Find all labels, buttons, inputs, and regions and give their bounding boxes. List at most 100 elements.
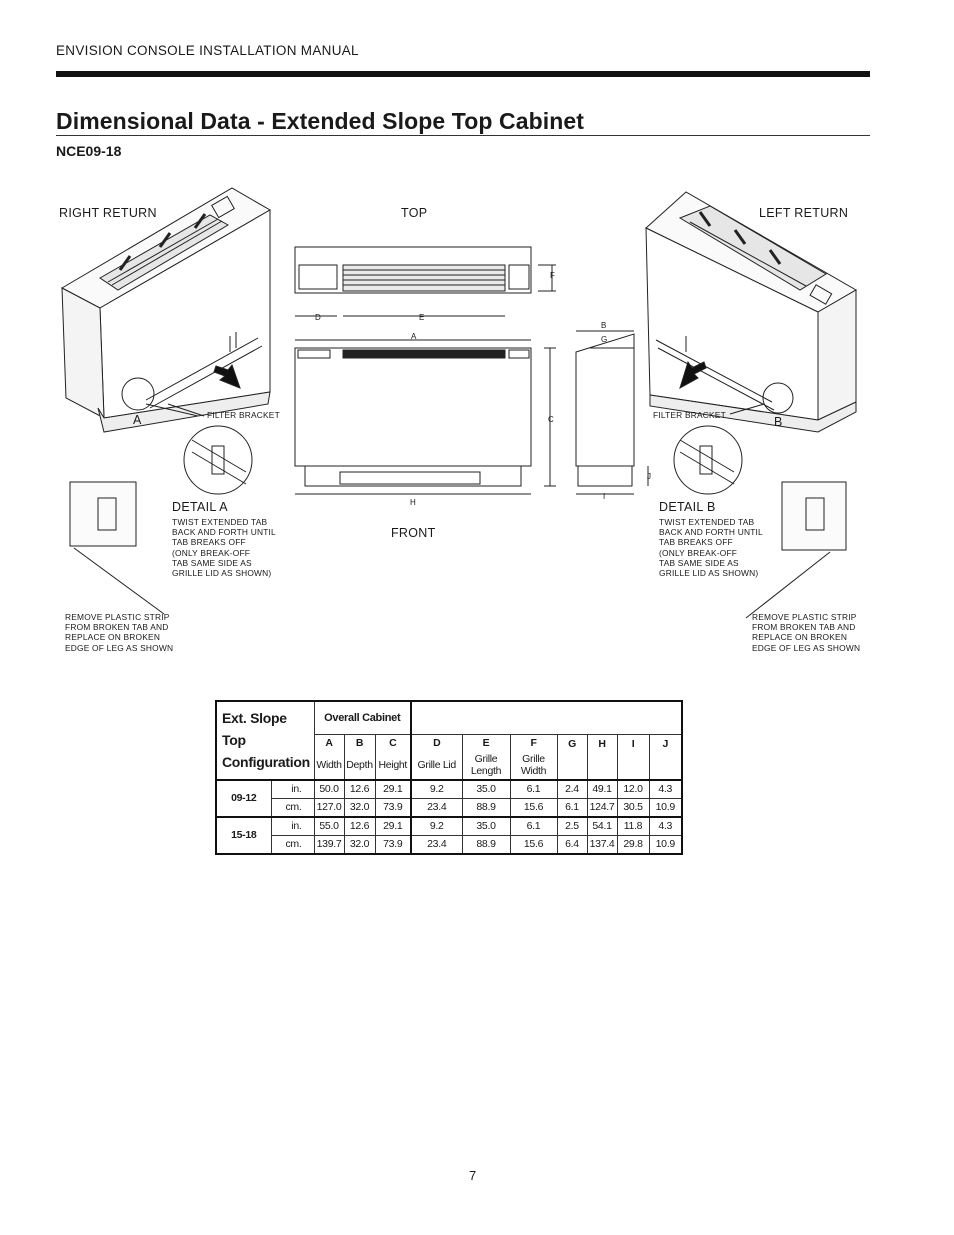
model-label: NCE09-18 <box>56 143 122 159</box>
dim-letter-e: E <box>419 313 425 322</box>
manual-title: ENVISION CONSOLE INSTALLATION MANUAL <box>56 43 359 58</box>
col-letter: I <box>616 733 650 780</box>
dim-letter-j: J <box>647 472 651 481</box>
marker-a: A <box>133 413 142 427</box>
value-cell: 9.2 <box>410 778 463 799</box>
value-cell: 88.9 <box>461 834 511 854</box>
value-cell: 29.8 <box>616 834 650 854</box>
value-cell: 49.1 <box>586 778 618 799</box>
value-cell: 4.3 <box>648 815 683 836</box>
value-cell: 32.0 <box>343 834 376 854</box>
dim-letter-g: G <box>601 335 608 344</box>
model-cell: 15-18 <box>215 815 272 854</box>
col-letter: G <box>556 733 588 780</box>
value-cell: 50.0 <box>313 778 345 799</box>
col-letter: J <box>648 733 683 780</box>
value-cell: 54.1 <box>586 815 618 836</box>
value-cell: 10.9 <box>648 834 683 854</box>
left-return-label: LEFT RETURN <box>759 206 849 220</box>
value-cell: 15.6 <box>509 797 558 817</box>
value-cell: 29.1 <box>374 778 412 799</box>
col-desc: Height <box>374 751 412 780</box>
value-cell: 73.9 <box>374 797 412 817</box>
value-cell: 88.9 <box>461 797 511 817</box>
filter-bracket-label-left: FILTER BRACKET <box>653 410 726 420</box>
col-letter: A <box>313 733 345 752</box>
value-cell: 6.1 <box>556 797 588 817</box>
header-rule <box>56 71 870 77</box>
dim-letter-h: H <box>410 498 416 507</box>
right-return-cabinet <box>60 187 271 433</box>
col-desc: Depth <box>343 751 376 780</box>
value-cell: 6.1 <box>509 778 558 799</box>
front-view-label: FRONT <box>391 526 436 540</box>
value-cell: 124.7 <box>586 797 618 817</box>
top-view-label: TOP <box>401 206 428 220</box>
unit-cell: cm. <box>270 797 315 817</box>
col-letter: B <box>343 733 376 752</box>
col-letter: D <box>410 733 463 752</box>
value-cell: 2.4 <box>556 778 588 799</box>
value-cell: 12.0 <box>616 778 650 799</box>
value-cell: 4.3 <box>648 778 683 799</box>
side-view <box>575 330 649 495</box>
title-rule <box>56 135 870 136</box>
detail-b-drawing <box>673 425 847 619</box>
value-cell: 139.7 <box>313 834 345 854</box>
section-title: Dimensional Data - Extended Slope Top Ca… <box>56 108 585 134</box>
right-return-label: RIGHT RETURN <box>59 206 157 220</box>
dim-letter-c: C <box>548 415 554 424</box>
value-cell: 23.4 <box>410 834 463 854</box>
filter-bracket-label-right: FILTER BRACKET <box>207 410 280 420</box>
value-cell: 35.0 <box>461 815 511 836</box>
dim-letter-i: I <box>603 492 606 501</box>
dim-letter-a: A <box>411 332 417 341</box>
value-cell: 30.5 <box>616 797 650 817</box>
value-cell: 2.5 <box>556 815 588 836</box>
detail-b-label: DETAIL B <box>659 500 716 514</box>
marker-b: B <box>774 415 783 429</box>
value-cell: 11.8 <box>616 815 650 836</box>
unit-cell: in. <box>270 815 315 836</box>
cabinet-drawing <box>60 187 857 619</box>
value-cell: 55.0 <box>313 815 345 836</box>
col-desc: Grille Lid <box>410 751 463 780</box>
front-view <box>294 339 556 495</box>
left-return-cabinet <box>645 191 857 433</box>
value-cell: 9.2 <box>410 815 463 836</box>
detail-a-drawing <box>69 403 253 615</box>
value-cell: 73.9 <box>374 834 412 854</box>
col-letter: F <box>509 733 558 752</box>
value-cell: 12.6 <box>343 778 376 799</box>
col-desc: Width <box>313 751 345 780</box>
col-letter: E <box>461 733 511 752</box>
value-cell: 23.4 <box>410 797 463 817</box>
value-cell: 12.6 <box>343 815 376 836</box>
col-letter: C <box>374 733 412 752</box>
value-cell: 10.9 <box>648 797 683 817</box>
page-number: 7 <box>469 1168 477 1183</box>
value-cell: 137.4 <box>586 834 618 854</box>
value-cell: 6.1 <box>509 815 558 836</box>
model-cell: 09-12 <box>215 778 272 817</box>
dim-letter-f: F <box>550 271 555 280</box>
top-view <box>294 246 556 317</box>
value-cell: 15.6 <box>509 834 558 854</box>
dim-letter-b: B <box>601 321 607 330</box>
col-desc: Grille Length <box>461 751 511 780</box>
col-desc: Grille Width <box>509 751 558 780</box>
value-cell: 35.0 <box>461 778 511 799</box>
unit-cell: cm. <box>270 834 315 854</box>
value-cell: 127.0 <box>313 797 345 817</box>
overall-cabinet-header: Overall Cabinet <box>313 700 412 735</box>
